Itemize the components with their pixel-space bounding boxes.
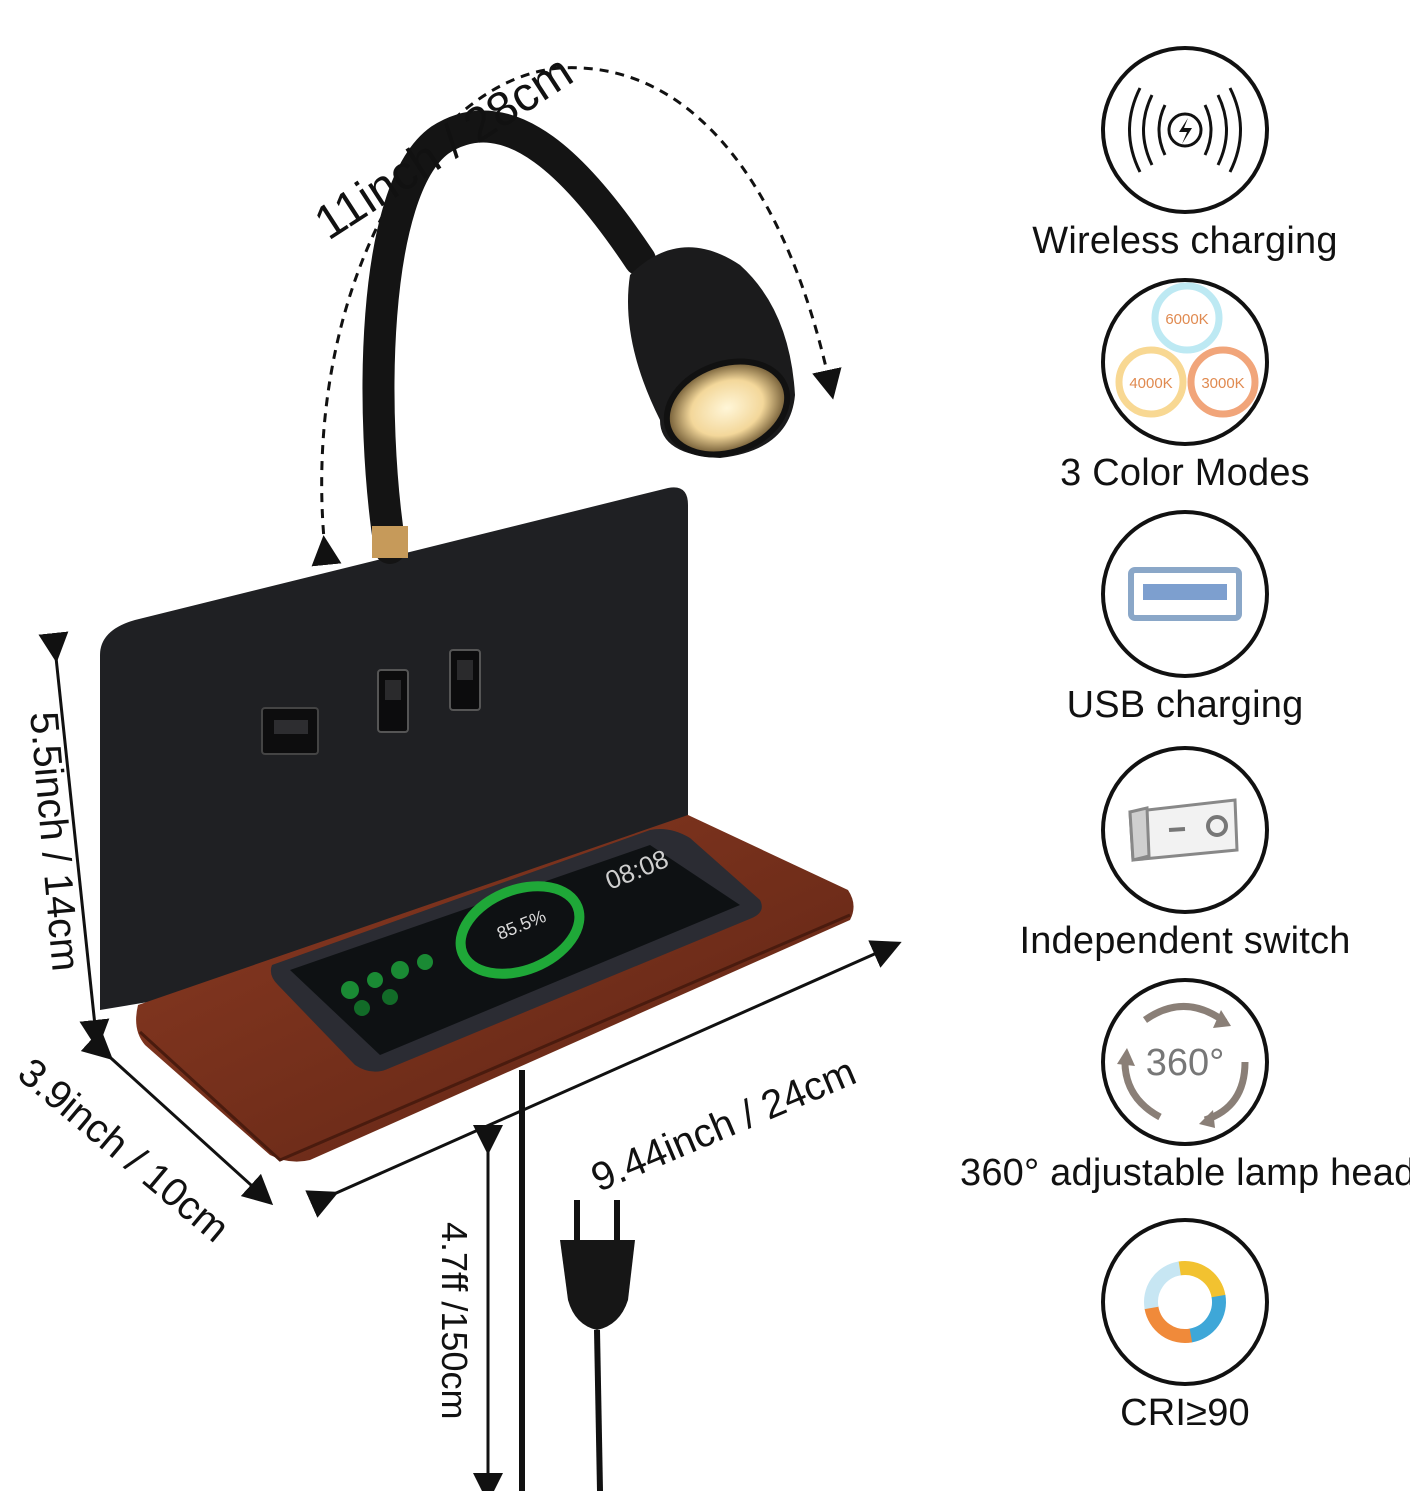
svg-text:4000K: 4000K (1129, 375, 1172, 392)
feature-wireless-charging: Wireless charging (960, 46, 1410, 263)
depth-dimension-line (80, 1028, 274, 1206)
arm-base (372, 526, 408, 558)
width-dimension-line (305, 940, 902, 1218)
color-ring-icon (1101, 1218, 1269, 1386)
svg-text:3000K: 3000K (1201, 375, 1244, 392)
feature-label: USB charging (1066, 684, 1304, 726)
usb-port-icon (1101, 510, 1269, 678)
gooseneck-arm (362, 110, 656, 564)
svg-text:360°: 360° (1146, 1042, 1225, 1084)
feature-label: CRI≥90 (1120, 1392, 1250, 1434)
color-modes-icon: 6000K 4000K 3000K (1101, 278, 1269, 446)
feature-label: 3 Color Modes (1060, 452, 1310, 494)
switch-left (377, 669, 409, 733)
wireless-charging-icon (1101, 46, 1269, 214)
svg-text:6000K: 6000K (1165, 311, 1208, 328)
feature-cri: CRI≥90 (960, 1218, 1410, 1435)
lamp-head (628, 247, 795, 458)
height-dimension-line (38, 631, 110, 1050)
arm-length-dimension-arc (311, 66, 842, 567)
feature-label: 360° adjustable lamp head (960, 1152, 1410, 1194)
feature-independent-switch: Independent switch (960, 746, 1410, 963)
feature-360-lamp-head: 360° 360° adjustable lamp head (960, 978, 1410, 1195)
feature-color-modes: 6000K 4000K 3000K 3 Color Modes (960, 278, 1410, 495)
rotation-360-icon: 360° (1101, 978, 1269, 1146)
feature-label: Independent switch (1019, 920, 1351, 962)
feature-usb-charging: USB charging (960, 510, 1410, 727)
eu-plug (560, 1200, 635, 1491)
feature-label: Wireless charging (1032, 220, 1338, 262)
cable-length-label: 4.7ff /150cm (434, 1222, 475, 1420)
rocker-switch-icon (1101, 746, 1269, 914)
